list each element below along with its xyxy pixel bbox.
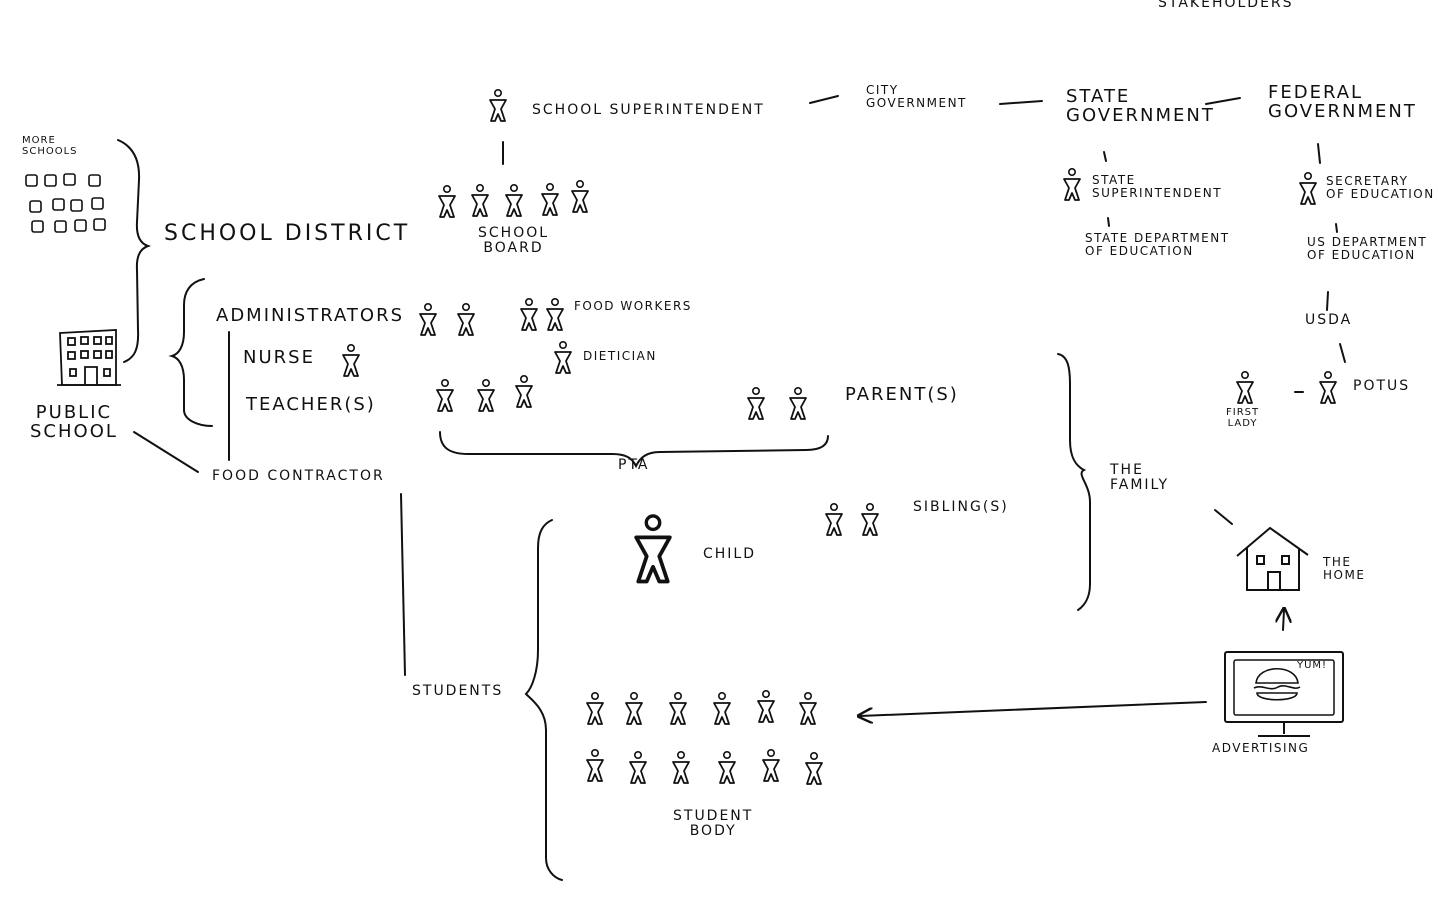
food-contractor-label: FOOD CONTRACTOR: [212, 468, 385, 484]
advertising-label: ADVERTISING: [1212, 741, 1310, 755]
teacher-people: [436, 374, 533, 412]
child-person: [634, 514, 672, 584]
nurse-label: NURSE: [243, 347, 315, 368]
contractor-to-students-line: [400, 493, 406, 676]
television-icon: [1224, 651, 1344, 737]
siblings-label: SIBLING(S): [913, 499, 1009, 515]
school-district-label: SCHOOL DISTRICT: [164, 221, 411, 246]
food-workers-label: FOOD WORKERS: [574, 299, 692, 313]
link-usda-potus: [1339, 343, 1346, 363]
administrators-label: ADMINISTRATORS: [216, 305, 404, 326]
school-building-icon: [57, 329, 121, 386]
students-label: STUDENTS: [412, 683, 504, 699]
state-department-label: STATE DEPARTMENT OF EDUCATION: [1085, 231, 1230, 258]
teachers-label: TEACHER(S): [246, 394, 376, 415]
pta-label: PTA: [618, 457, 650, 473]
state-superintendent-label: STATE SUPERINTENDENT: [1092, 173, 1223, 200]
district-brace: [117, 139, 152, 363]
link-usdoe-usda: [1326, 291, 1329, 311]
school-superintendent-label: SCHOOL SUPERINTENDENT: [532, 102, 765, 118]
pta-brace: [439, 431, 829, 469]
secretary-of-education-person: [1299, 171, 1317, 205]
advertising-to-students-arrow: [860, 701, 1207, 716]
school-board-people: [438, 179, 589, 218]
state-government-label: STATE GOVERNMENT: [1066, 86, 1215, 126]
administrators-people: [419, 302, 475, 336]
family-brace: [1057, 353, 1091, 611]
public-school-label: PUBLIC SCHOOL: [30, 402, 118, 442]
stakeholders-title: STAKEHOLDERS: [1158, 0, 1294, 11]
link-state-federal: [1205, 97, 1241, 105]
nurse-person: [342, 343, 360, 377]
child-label: CHILD: [703, 546, 757, 562]
link-superintendent-city: [809, 95, 839, 104]
superintendent-person: [489, 88, 507, 122]
us-department-label: US DEPARTMENT OF EDUCATION: [1307, 235, 1428, 262]
link-city-state: [999, 100, 1043, 105]
tv-yum-text: YUM!: [1297, 660, 1328, 671]
link-state-superintendent: [1103, 151, 1107, 162]
staff-brace: [168, 278, 213, 427]
state-superintendent-person: [1063, 167, 1081, 201]
first-lady-label: FIRST LADY: [1226, 407, 1260, 429]
sibling-people: [825, 502, 879, 536]
potus-label: POTUS: [1353, 378, 1411, 394]
first-lady-person: [1236, 370, 1254, 404]
parent-people: [747, 386, 807, 420]
parents-label: PARENT(S): [845, 384, 959, 405]
food-workers-people: [520, 297, 564, 331]
potus-person: [1319, 370, 1337, 404]
student-body-people: [586, 689, 823, 785]
student-body-label: STUDENT BODY: [673, 808, 754, 839]
city-government-label: CITY GOVERNMENT: [866, 83, 967, 110]
school-board-label: SCHOOL BOARD: [478, 225, 550, 256]
link-state-department: [1107, 217, 1110, 227]
school-to-contractor-line: [133, 431, 199, 473]
link-secretary-usdoe: [1335, 223, 1338, 233]
students-brace: [524, 519, 563, 881]
more-schools-label: MORE SCHOOLS: [22, 135, 78, 157]
burger-icon: [1253, 668, 1301, 701]
more-schools-icons: [25, 173, 106, 233]
family-to-home-line: [1214, 509, 1233, 525]
dietician-label: DIETICIAN: [583, 349, 657, 363]
the-family-label: THE FAMILY: [1110, 462, 1170, 493]
advertising-to-home-arrow: [1283, 610, 1284, 631]
dietician-person: [554, 340, 572, 374]
usda-label: USDA: [1305, 312, 1353, 328]
secretary-of-education-label: SECRETARY OF EDUCATION: [1326, 174, 1435, 201]
house-icon: [1236, 526, 1309, 591]
federal-government-label: FEDERAL GOVERNMENT: [1268, 82, 1417, 122]
link-federal-secretary: [1317, 143, 1321, 164]
the-home-label: THE HOME: [1323, 555, 1366, 582]
